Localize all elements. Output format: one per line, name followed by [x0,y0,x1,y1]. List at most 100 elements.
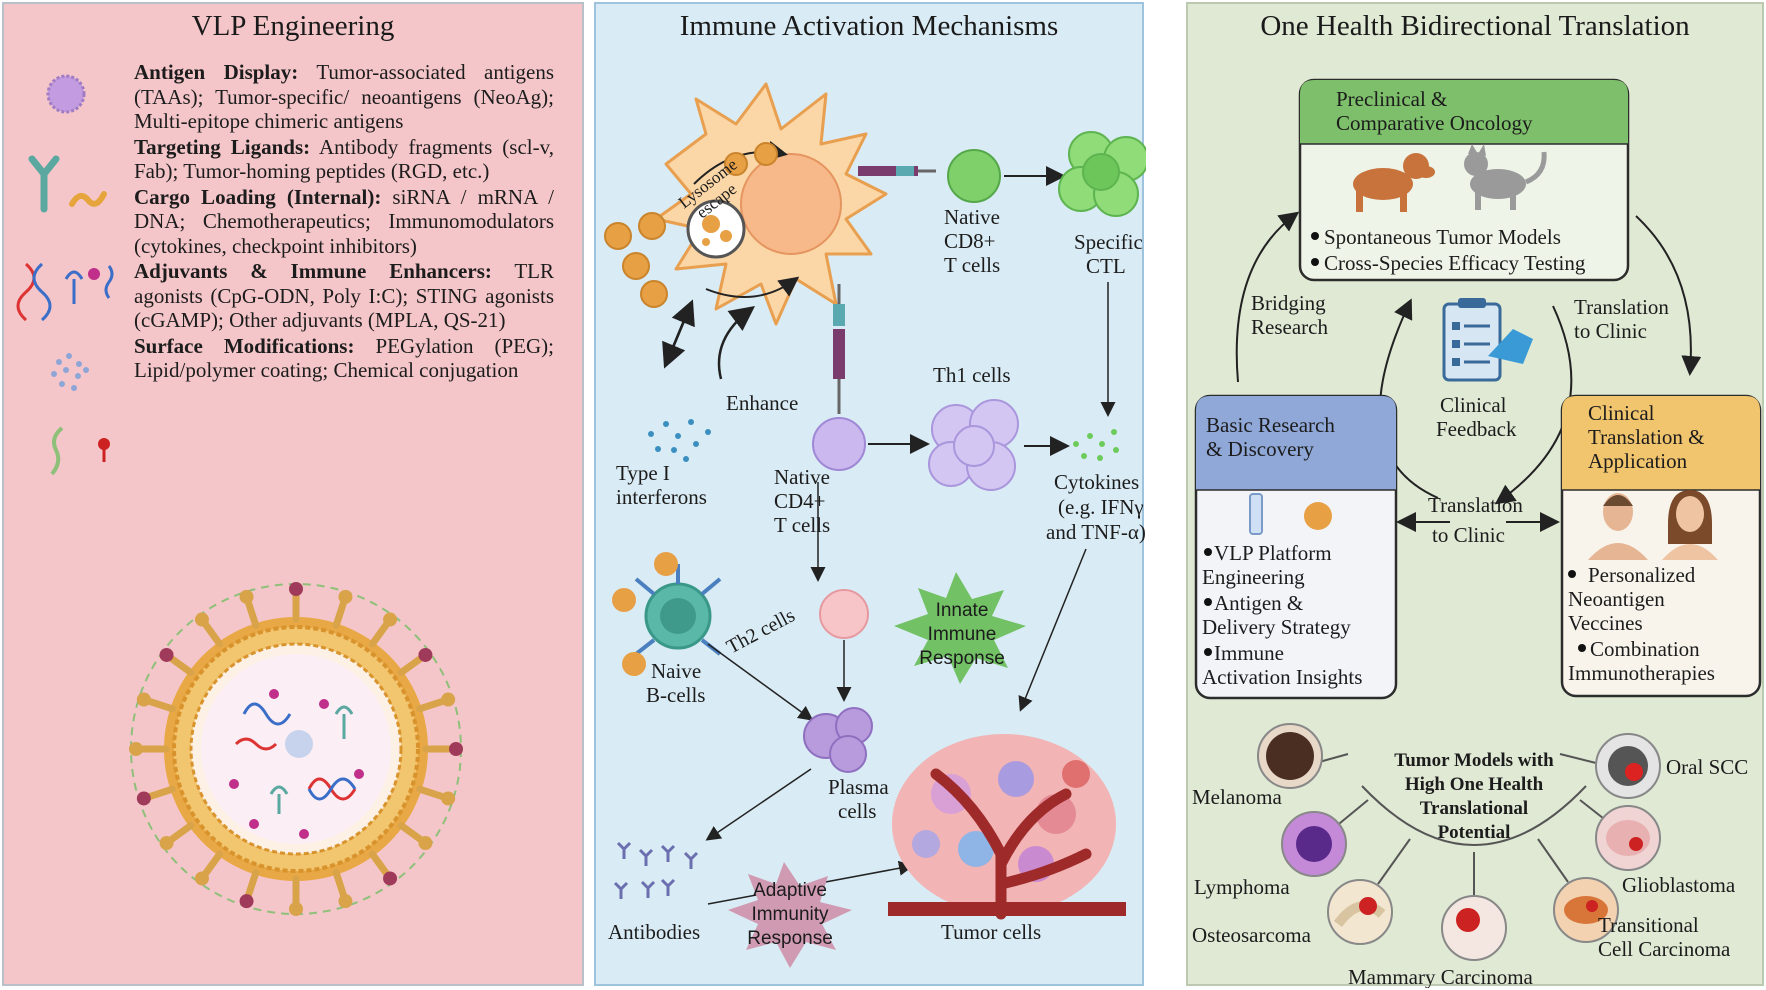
plasma-cells [803,707,873,773]
glioblastoma-label: Glioblastoma [1622,873,1736,897]
innate-label-2: Immune [928,624,997,645]
clinical-bullet-1b: Neoantigen [1568,587,1665,611]
clinical-bullet-2a: Combination [1590,637,1700,661]
tumor-label: Tumor cells [941,920,1041,944]
basic-bullet-3b: Activation Insights [1202,665,1362,689]
cat-icon [1464,144,1547,210]
osteosarcoma-icon [1327,879,1393,945]
naive-b-cell [612,552,722,676]
adaptive-label-1: Adaptive [753,880,827,901]
translation-top-label-1: Translation [1574,295,1669,319]
vlp-spike-tip [159,836,174,851]
feedback-label-1: Clinical [1440,393,1507,417]
innate-label-1: Innate [936,600,989,621]
clinical-bullet-2b: Immunotherapies [1568,661,1715,685]
preclinical-bullet-1: Spontaneous Tumor Models [1324,225,1561,249]
th2-label: Th2 cells [723,604,799,658]
translation-mid-label-2: to Clinic [1432,523,1505,547]
vlp-particles-free [604,142,778,308]
cytokines-label-3: and TNF-α) [1046,520,1146,544]
transitional-label-2: Cell Carcinoma [1598,937,1731,961]
vlp-spike-tip [338,589,353,604]
antigen-icon [46,74,86,114]
vlp-spike-tip [239,589,254,604]
immune-activation-panel: Immune Activation Mechanisms Lysosome es… [594,2,1146,986]
feedback-label-2: Feedback [1436,417,1517,441]
vlp-spike-tip [418,647,433,662]
clinical-title-1: Clinical [1588,401,1655,425]
hub-title-3: Translational [1420,798,1528,819]
adaptive-immunity-burst [728,862,852,968]
osteosarcoma-label: Osteosarcoma [1192,923,1312,947]
lymphoma-icon [1281,811,1347,877]
th1-label: Th1 cells [933,363,1011,387]
preclinical-bullet-2: Cross-Species Efficacy Testing [1324,251,1586,275]
cd4-t-cell [812,417,866,471]
antibody-ligand-icon [28,155,107,213]
vlp-spike-tip [194,612,209,627]
vlp-spike-tip [129,742,143,756]
mammary-label: Mammary Carcinoma [1348,965,1534,988]
cd8-label-1: Native [944,205,1000,229]
basic-bullet-2b: Delivery Strategy [1202,615,1351,639]
adaptive-label-3: Response [747,928,833,949]
vlp-spike-tip [441,692,456,707]
list-item: Cargo Loading (Internal): siRNA / mRNA /… [134,184,555,258]
vlp-spike-tip [136,791,151,806]
cd4-label-2: CD4+ [774,489,826,513]
glioblastoma-icon [1595,805,1661,871]
cd8-label-2: CD8+ [944,229,996,253]
vlp-spike-tip [418,836,433,851]
bridging-label-2: Research [1251,315,1328,339]
vlp-spike-tip [159,647,174,662]
immune-diagram: Lysosome escape Enhance Type I interfero… [604,82,1146,968]
clinical-title-2: Translation & [1588,425,1704,449]
plasma-label-1: Plasma [828,775,889,799]
vlp-spike-tip [338,894,353,909]
test-tube-icon [1249,493,1263,535]
vlp-panel-title: VLP Engineering [191,10,395,42]
adaptive-label-2: Immunity [751,904,829,925]
dog-icon [1353,153,1435,212]
ifn-label-1: Type I [616,461,670,485]
basic-bullet-1a: VLP Platform [1214,541,1332,565]
vlp-spike-tip [441,791,456,806]
cd8-t-cell [947,149,1001,203]
basic-title-1: Basic Research [1206,413,1335,437]
patient-male-icon [1588,493,1648,560]
list-item: Targeting Ligands: Antibody fragments (s… [134,134,554,184]
translation-top-label-2: to Clinic [1574,319,1647,343]
preclinical-box [1298,78,1630,282]
vlp-spike-tip [239,894,254,909]
th1-cluster [928,399,1019,491]
innate-label-3: Response [919,648,1005,669]
cd4-label-1: Native [774,465,830,489]
plasma-label-2: cells [838,799,876,823]
interferon-dots [648,419,711,462]
dna-rna-icon [16,262,114,322]
antibody-molecules [613,841,699,899]
basic-bullet-3a: Immune [1214,641,1284,665]
bcell-label-2: B-cells [646,683,705,707]
vlp-surface-ligands [129,582,463,916]
clipboard-icon [1442,298,1533,382]
cytokines-label-1: Cytokines [1054,470,1139,494]
th2-cell [819,589,869,639]
melanoma-label: Melanoma [1192,785,1282,809]
vlp-spike-tip [449,742,463,756]
transitional-label-1: Transitional [1598,913,1699,937]
list-item: Surface Modifications: PEGylation (PEG);… [134,333,554,383]
basic-title-2: & Discovery [1206,437,1314,461]
vlp-engineering-panel: VLP Engineering Antigen Display: Tumor-a… [2,2,584,986]
cytokines-label-2: (e.g. IFNγ [1058,495,1144,519]
vlp-spike-tip [383,871,398,886]
ctl-label-2: CTL [1086,254,1126,278]
hub-title-4: Potential [1438,822,1511,843]
one-health-diagram: Preclinical & Comparative Oncology Spont… [1192,78,1762,988]
antibodies-label: Antibodies [608,920,700,944]
clinical-title-3: Application [1588,449,1688,473]
bcell-label-1: Naive [651,659,701,683]
oral-scc-label: Oral SCC [1666,755,1748,779]
vlp-spike-tip [136,692,151,707]
clinical-bullet-1a: Personalized [1588,563,1696,587]
